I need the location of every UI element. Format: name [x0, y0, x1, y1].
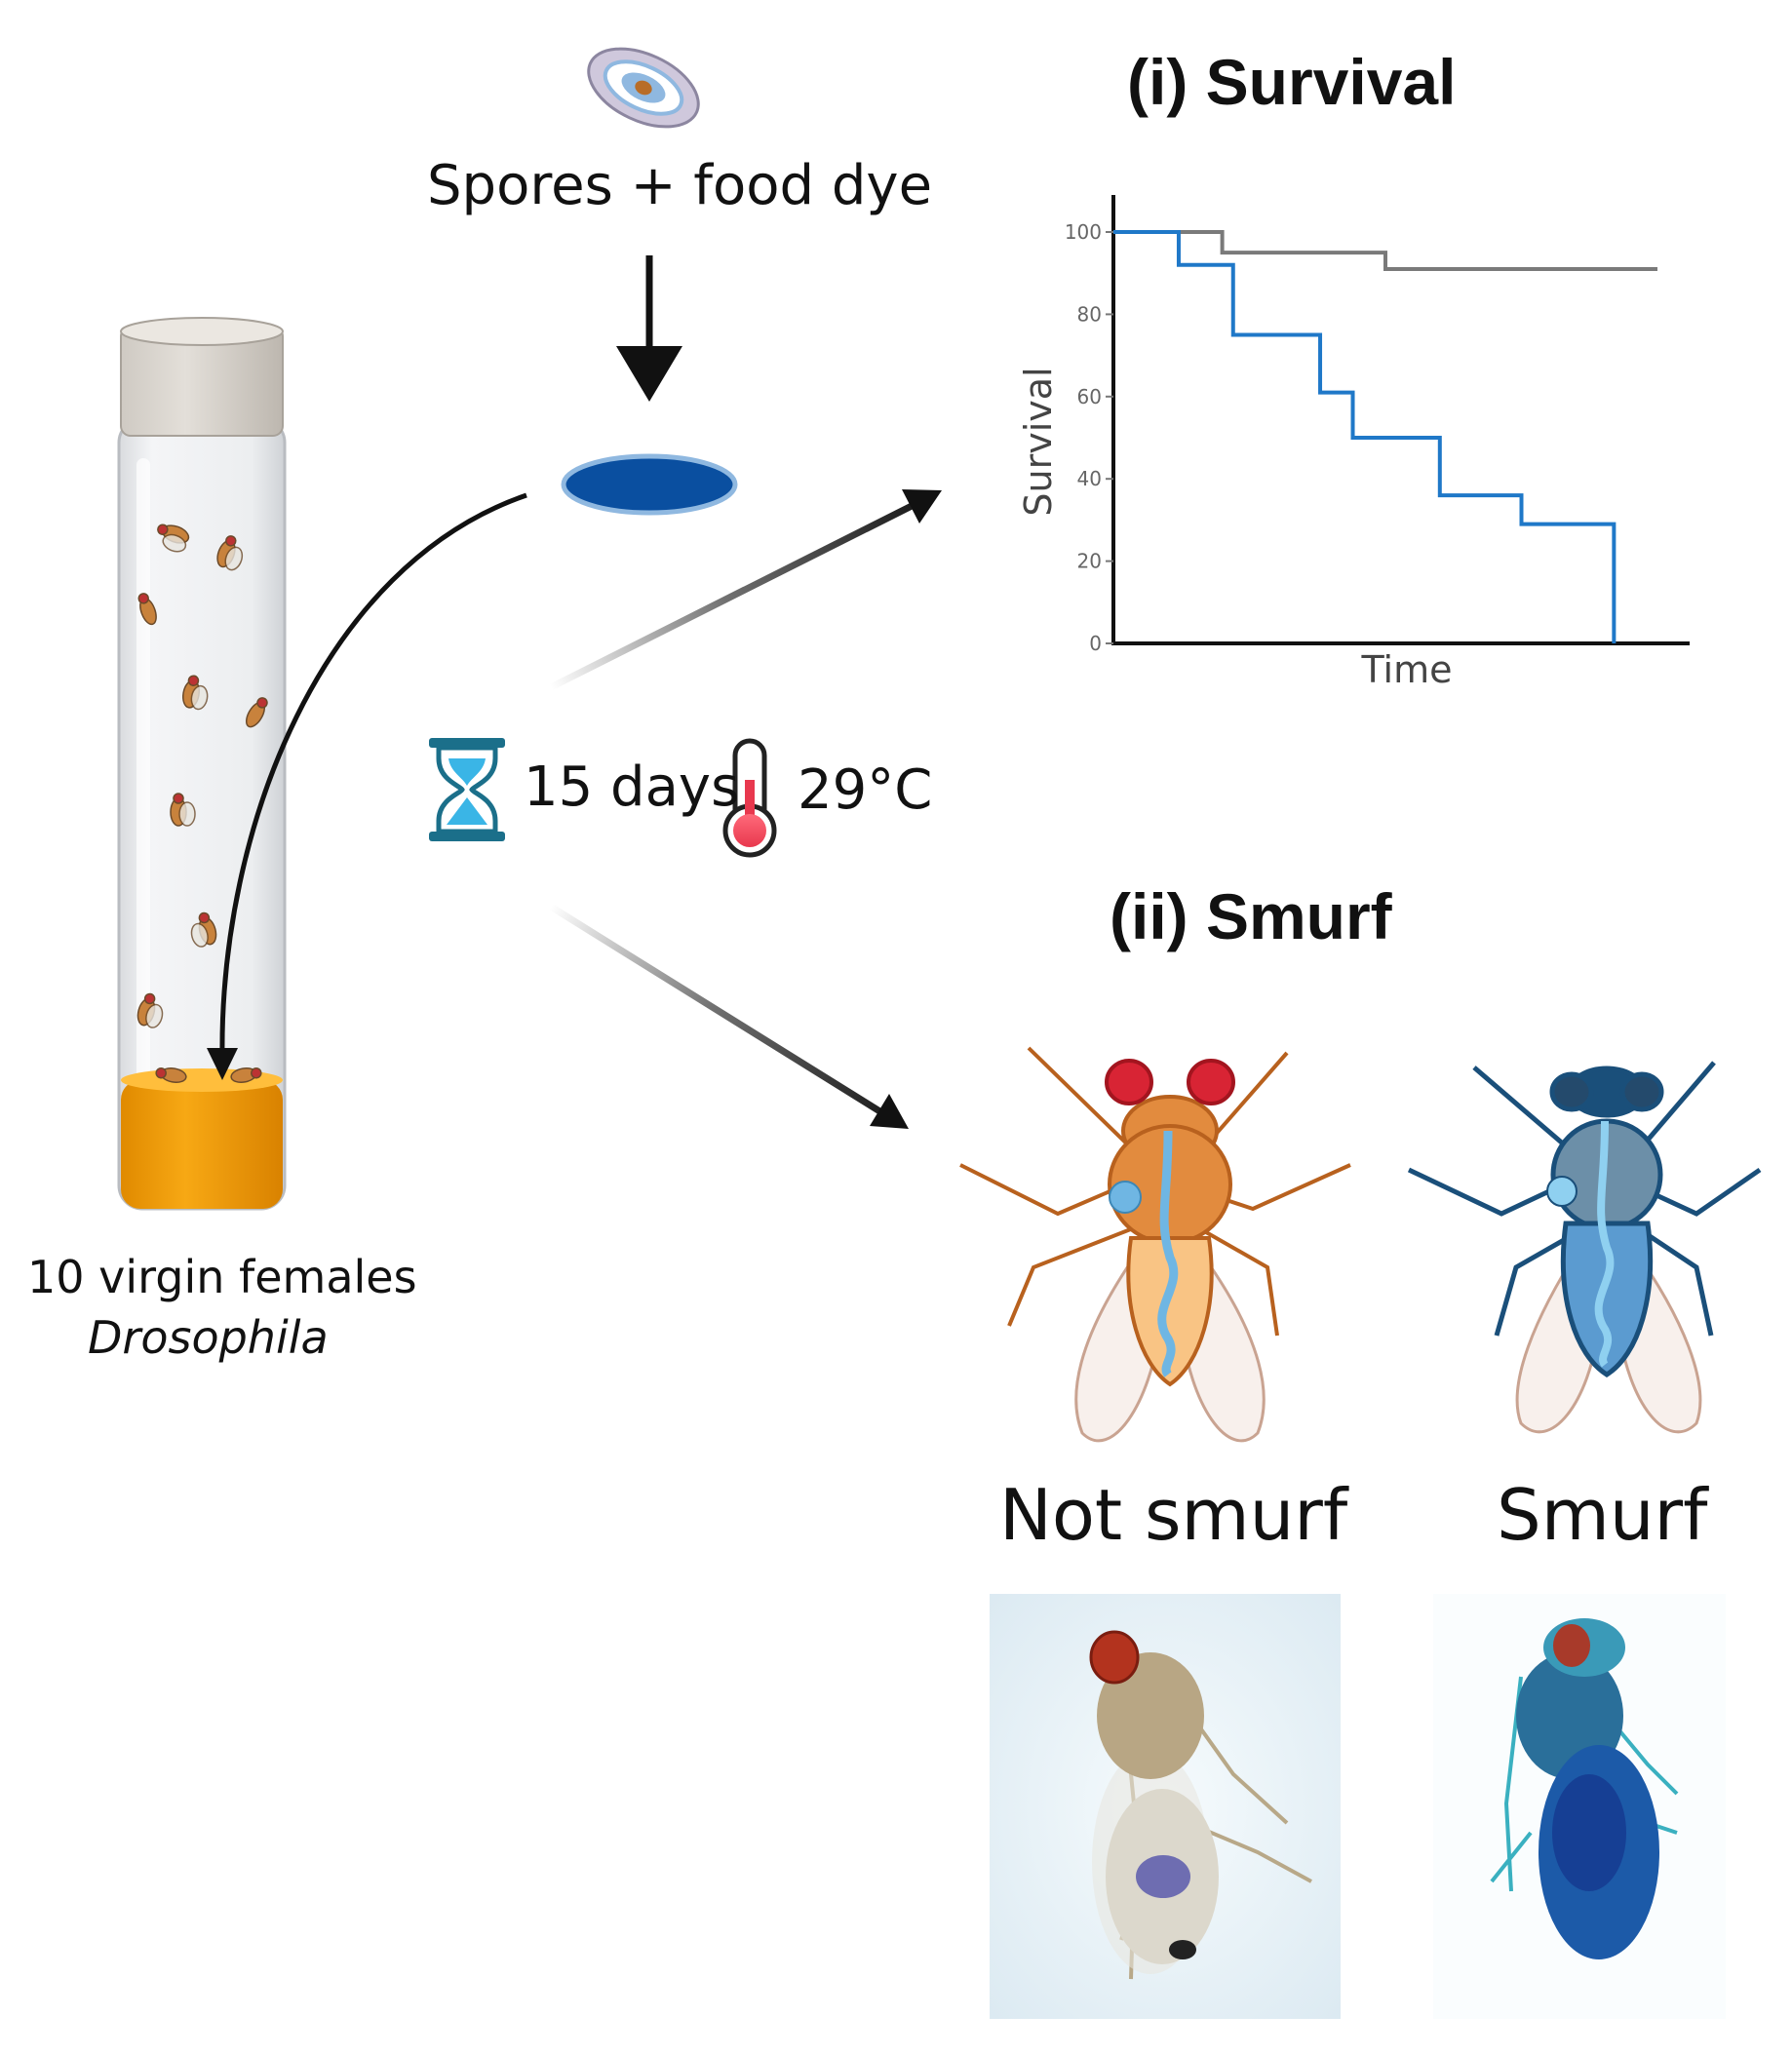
series-line-control: [1113, 230, 1657, 271]
y-tick-label: 100: [1065, 220, 1102, 244]
thermometer-icon: [722, 738, 777, 858]
chart-x-label: Time: [1361, 648, 1453, 691]
smurf-photo: [1433, 1594, 1726, 2019]
smurf-heading: (ii) Smurf: [1110, 880, 1392, 952]
hourglass-icon: [429, 738, 505, 841]
survival-heading: (i) Survival: [1127, 46, 1457, 118]
not-smurf-label: Not smurf: [999, 1474, 1348, 1556]
smurf-fly-illustration: [1407, 1061, 1762, 1434]
y-tick-label: 20: [1077, 550, 1102, 573]
y-tick-label: 40: [1077, 467, 1102, 490]
dye-dish: [561, 453, 738, 516]
survival-chart: 0 20 40 60 80 100 Time Survival: [1017, 195, 1690, 691]
chart-y-ticks: 0 20 40 60 80 100: [1065, 220, 1113, 655]
not-smurf-photo: [990, 1594, 1341, 2019]
y-tick-label: 80: [1077, 302, 1102, 326]
incubation-duration: 15 days: [524, 756, 740, 819]
arrow-to-smurf: [549, 904, 909, 1129]
y-tick-label: 0: [1089, 632, 1102, 655]
vial-illustration: [117, 317, 287, 1211]
y-tick-label: 60: [1077, 385, 1102, 408]
chart-series: [1113, 230, 1657, 643]
vial-label-line2: Drosophila: [88, 1311, 329, 1364]
smurf-label: Smurf: [1497, 1474, 1708, 1556]
vial-label-line1: 10 virgin females: [27, 1251, 417, 1303]
vial-flies: [136, 523, 268, 1084]
spores-label: Spores + food dye: [427, 154, 933, 217]
arrow-dye-to-vial: [207, 492, 527, 1080]
chart-y-label: Survival: [1017, 367, 1060, 516]
not-smurf-fly-illustration: [959, 1046, 1351, 1443]
spore-icon: [587, 47, 700, 129]
arrow-to-survival: [549, 489, 942, 691]
incubation-temperature: 29°C: [798, 758, 933, 822]
arrow-spores-to-dye: [616, 255, 682, 402]
series-line-infected: [1113, 230, 1617, 643]
